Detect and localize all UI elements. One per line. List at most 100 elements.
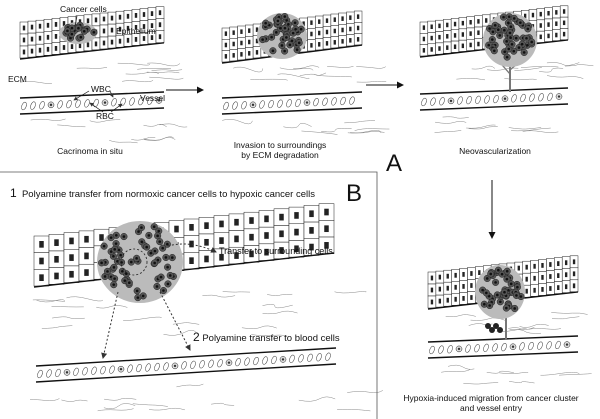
transfer-arrow-blood-1 — [101, 291, 119, 359]
ecm-fiber — [327, 66, 354, 68]
cell-nucleus — [430, 35, 433, 41]
red-blood-cell — [546, 341, 552, 350]
cancer-cell-nucleus — [264, 21, 267, 25]
red-blood-cell — [483, 343, 489, 352]
cell-nucleus — [134, 37, 138, 42]
cell-nucleus — [446, 285, 449, 291]
red-blood-cell — [147, 96, 153, 105]
cancer-cell-nucleus — [508, 31, 512, 35]
ecm-fiber — [441, 369, 471, 373]
cell-nucleus — [158, 22, 162, 28]
red-blood-cell — [75, 99, 81, 108]
red-blood-cell — [217, 359, 223, 368]
cancer-cell-nucleus — [122, 235, 126, 238]
cell-nucleus — [310, 43, 313, 48]
cell-nucleus — [310, 20, 313, 25]
cell-nucleus — [318, 42, 321, 47]
red-blood-cell — [46, 369, 52, 378]
cell-nucleus — [310, 31, 313, 37]
cell-nucleus — [232, 53, 235, 58]
cancer-cell-nucleus — [158, 240, 162, 243]
cancer-cell-nucleus — [514, 36, 518, 40]
red-blood-cell — [57, 100, 63, 109]
red-blood-cell — [208, 359, 214, 368]
cell-nucleus — [430, 24, 433, 30]
cell-nucleus — [279, 230, 284, 238]
cell-nucleus — [470, 295, 473, 300]
cancer-cell-nucleus — [159, 275, 163, 279]
cancer-cell-nucleus — [275, 31, 278, 34]
cell-nucleus — [525, 288, 528, 294]
ecm-fiber — [149, 76, 184, 80]
red-blood-cell — [520, 93, 526, 103]
cell-nucleus — [158, 34, 162, 40]
wbc-nucleus — [449, 99, 453, 103]
cancer-cell-nucleus — [512, 49, 516, 53]
wbc-nucleus — [103, 101, 107, 104]
cancer-cell-nucleus — [102, 244, 106, 248]
cell-nucleus — [38, 47, 42, 53]
cell-nucleus — [84, 269, 89, 276]
cell-nucleus — [54, 46, 58, 51]
cell-nucleus — [248, 51, 251, 56]
red-blood-cell — [111, 98, 117, 107]
cancer-cell-nucleus — [503, 28, 506, 32]
ecm-fiber — [442, 116, 469, 119]
red-blood-cell — [340, 96, 346, 106]
cancer-cell-nucleus — [485, 291, 488, 295]
red-blood-cell — [528, 341, 534, 351]
ecm-fiber — [559, 373, 592, 376]
cancer-cell-nucleus — [164, 256, 168, 259]
cell-nucleus — [517, 265, 520, 271]
red-blood-cell — [259, 100, 265, 109]
label-ecm: ECM — [8, 74, 27, 84]
red-blood-cell — [138, 97, 144, 106]
cell-nucleus — [533, 275, 536, 281]
cancer-cell-nucleus — [505, 306, 508, 310]
cell-nucleus — [549, 286, 552, 291]
red-blood-cell — [466, 96, 472, 105]
ecm-fiber — [143, 137, 176, 141]
cell-nucleus — [126, 13, 130, 19]
cell-nucleus — [69, 254, 74, 261]
ecm-fiber — [347, 130, 382, 134]
ecm-fiber — [466, 124, 496, 129]
ecm-fiber — [540, 372, 580, 376]
ecm-fiber — [347, 390, 384, 393]
ecm-fiber — [104, 398, 137, 401]
cell-nucleus — [341, 16, 344, 21]
red-blood-cell — [429, 345, 435, 355]
migrating-cancer-cell — [489, 327, 495, 333]
cancer-cell-nucleus — [103, 275, 107, 278]
red-blood-cell — [519, 342, 525, 351]
cell-nucleus — [533, 287, 536, 293]
step1-text: Polyamine transfer from normoxic cancer … — [21, 189, 315, 200]
red-blood-cell — [322, 97, 328, 106]
cell-nucleus — [539, 23, 542, 28]
red-blood-cell — [145, 363, 151, 372]
cancer-cell-nucleus — [491, 38, 494, 41]
ecm-fiber — [486, 370, 514, 374]
cell-nucleus — [118, 26, 122, 32]
ecm-fiber — [97, 408, 134, 412]
ecm-fiber — [52, 316, 85, 319]
cancer-cell-nucleus — [136, 296, 140, 299]
cell-nucleus — [234, 252, 239, 259]
cell-nucleus — [249, 233, 254, 241]
cancer-cell-nucleus — [113, 277, 116, 280]
wbc-pointer-2 — [109, 90, 114, 98]
cell-nucleus — [562, 9, 566, 14]
cancer-cell-nucleus — [92, 30, 96, 34]
cancer-cell-nucleus — [112, 254, 115, 258]
ecm-fiber — [509, 329, 542, 334]
cell-nucleus — [525, 264, 528, 270]
red-blood-cell — [313, 98, 319, 107]
cancer-cell-nucleus — [293, 21, 297, 25]
red-blood-cell — [277, 99, 283, 108]
cancer-cell-nucleus — [509, 36, 512, 40]
cell-nucleus — [461, 32, 465, 37]
vessel-wall-bottom — [427, 351, 579, 359]
red-blood-cell — [555, 340, 561, 350]
cancer-cell-nucleus — [496, 28, 500, 32]
cancer-cell-nucleus — [299, 27, 303, 31]
